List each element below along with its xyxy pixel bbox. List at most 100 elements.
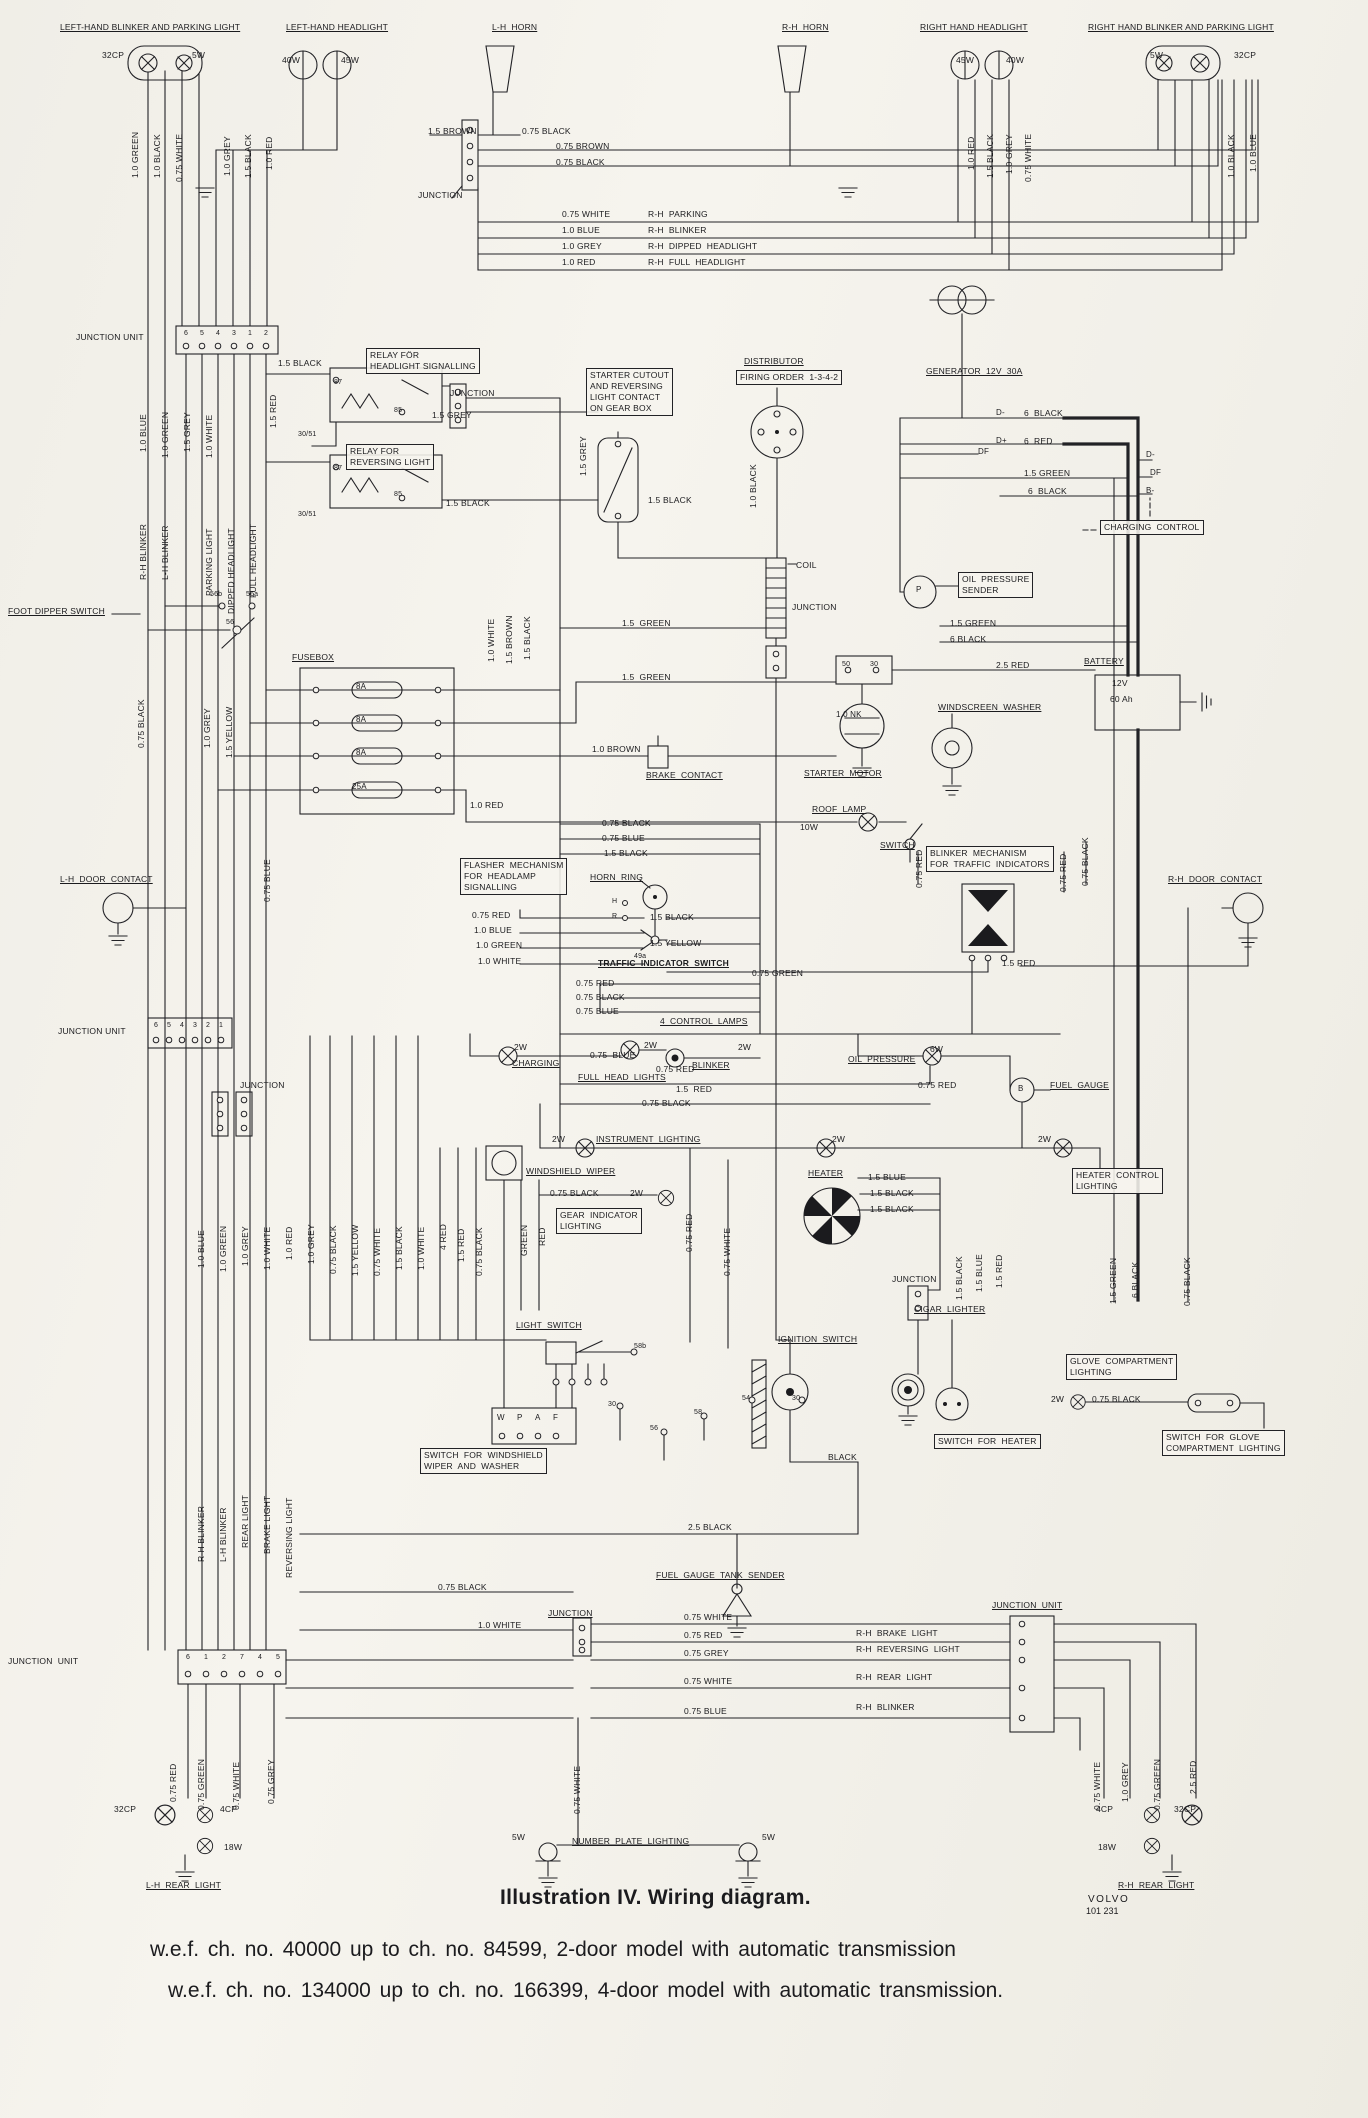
diagram-label: 18W (1098, 1842, 1117, 1852)
caption-note-2: w.e.f. ch. no. 134000 up to ch. no. 1663… (168, 1979, 1004, 2002)
diagram-label: 0.75 BLACK (474, 1227, 484, 1276)
diagram-label: 1.0 BLUE (474, 925, 512, 935)
diagram-label: REAR LIGHT (240, 1494, 250, 1548)
diagram-label: 2W (552, 1134, 566, 1144)
diagram-label: 1.0 BLACK (152, 134, 162, 178)
diagram-label: GREEN (519, 1224, 529, 1256)
diagram-label: 6 (184, 330, 189, 337)
diagram-label: NUMBER PLATE LIGHTING (572, 1836, 690, 1846)
diagram-label: 1.0 GREEN (218, 1225, 228, 1272)
diagram-label: L-H HORN (492, 22, 538, 32)
diagram-label: FUSEBOX (292, 652, 335, 662)
diagram-label: 85 (394, 491, 403, 498)
diagram-label: 0.75 WHITE (372, 1227, 382, 1276)
diagram-label: 30/51 (298, 511, 317, 518)
diagram-label: 0.75 WHITE (562, 209, 611, 219)
diagram-label: JUNCTION UNIT (8, 1656, 79, 1666)
diagram-label: L-H BLINKER (160, 525, 170, 580)
diagram-label: 12V (1112, 678, 1128, 688)
brand-volvo: VOLVO (1088, 1894, 1130, 1905)
diagram-label: 30 (870, 661, 879, 668)
diagram-label: D- (996, 408, 1005, 417)
diagram-label: 8A (356, 682, 367, 691)
diagram-label: 56b (210, 591, 223, 598)
diagram-label: 1.5 GREEN (622, 672, 671, 682)
diagram-label: 1.0 WHITE (262, 1226, 272, 1270)
diagram-label: HORN RING (590, 872, 643, 882)
diagram-label: 0.75 WHITE (722, 1227, 732, 1276)
diagram-label: 1.0 GREY (202, 708, 212, 748)
diagram-label: 40W (1006, 55, 1025, 65)
diagram-label: 0.75 WHITE (1023, 133, 1033, 182)
diagram-label: 5 (276, 1654, 281, 1661)
diagram-label: 1.5 RED (676, 1084, 713, 1094)
junction-units (147, 119, 1055, 1733)
diagram-label: 30/51 (298, 431, 317, 438)
diagram-label: 54 (742, 1395, 751, 1402)
power-components (835, 285, 1181, 769)
diagram-label: 2.5 RED (1188, 1760, 1198, 1794)
diagram-label: 18W (224, 1842, 243, 1852)
diagram-label: 1.5 YELLOW (350, 1224, 360, 1276)
diagram-label: 1.5 BLACK (278, 358, 322, 368)
diagram-label: IGNITION SWITCH (778, 1334, 858, 1344)
diagram-label: TRAFFIC INDICATOR SWITCH (598, 958, 729, 968)
diagram-label: 4 (180, 1022, 185, 1029)
diagram-label: 1.0 RED (966, 136, 976, 170)
diagram-label: LEFT-HAND BLINKER AND PARKING LIGHT (60, 22, 241, 32)
diagram-label: P (916, 585, 922, 594)
diagram-label: 56a (246, 591, 259, 598)
diagram-label: 0.75 BLUE (576, 1006, 619, 1016)
diagram-label: 0.75 WHITE (1092, 1761, 1102, 1810)
diagram-label: WINDSCREEN WASHER (938, 702, 1042, 712)
diagram-label: DISTRIBUTOR (744, 356, 804, 366)
diagram-label: BATTERY (1084, 656, 1124, 666)
diagram-label: R-H BLINKER (648, 225, 707, 235)
diagram-label: 0.75 WHITE (174, 133, 184, 182)
diagram-label: B- (1146, 486, 1155, 495)
diagram-label: 1.0 RED (562, 257, 596, 267)
diagram-label: 4CP (1096, 1804, 1114, 1814)
diagram-label: 87 (334, 465, 343, 472)
diagram-label: 32CP (102, 50, 125, 60)
diagram-label: 0.75 GREY (684, 1648, 729, 1658)
diagram-label: JUNCTION (450, 388, 495, 398)
diagram-label: 8A (356, 715, 367, 724)
diagram-label: R-H REAR LIGHT (1118, 1880, 1195, 1890)
diagram-label: 1.0 BLUE (138, 414, 148, 452)
diagram-label: 1.5 BLACK (870, 1204, 914, 1214)
diagram-label: 1.5 BLACK (446, 498, 490, 508)
diagram-label: 1.5 BLACK (604, 848, 648, 858)
diagram-label: 45W (956, 55, 975, 65)
diagram-label: 50 (842, 661, 851, 668)
diagram-label: 58b (634, 1343, 647, 1350)
diagram-label: 1.5 GREEN (950, 618, 997, 628)
diagram-label: 30 (792, 1395, 801, 1402)
diagram-label: 0.75 RED (914, 849, 924, 888)
diagram-label: L-H BLINKER (218, 1507, 228, 1562)
diagram-label: HEATER CONTROL LIGHTING (1072, 1168, 1164, 1195)
diagram-label: 6W (930, 1044, 944, 1054)
diagram-label: FULL HEAD LIGHTS (578, 1072, 666, 1082)
diagram-label: R-H FULL HEADLIGHT (648, 257, 746, 267)
diagram-label: D+ (996, 436, 1007, 445)
diagram-label: D- (1146, 450, 1155, 459)
diagram-label: INSTRUMENT LIGHTING (596, 1134, 701, 1144)
diagram-label: FUEL GAUGE TANK SENDER (656, 1570, 785, 1580)
diagram-label: 1 (219, 1022, 224, 1029)
diagram-label: 0.75 BLUE (262, 859, 272, 902)
diagram-label: 40W (282, 55, 301, 65)
diagram-label: 1.0 WHITE (478, 956, 522, 966)
diagram-label: DF (1150, 468, 1162, 477)
diagram-label: 4CP (220, 1804, 238, 1814)
diagram-label: 1.5 GREY (578, 436, 588, 476)
diagram-label: FOOT DIPPER SWITCH (8, 606, 105, 616)
diagram-label: 1.5 RED (1002, 958, 1036, 968)
diagram-label: 1.0 BLACK (1226, 134, 1236, 178)
diagram-label: 32CP (114, 1804, 137, 1814)
diagram-label: 0.75 BLUE (684, 1706, 727, 1716)
diagram-label: 1.5 GREY (432, 410, 472, 420)
diagram-label: 0.75 RED (918, 1080, 957, 1090)
diagram-label: 32CP (1174, 1804, 1197, 1814)
diagram-label: 0.75 BLUE (602, 833, 645, 843)
